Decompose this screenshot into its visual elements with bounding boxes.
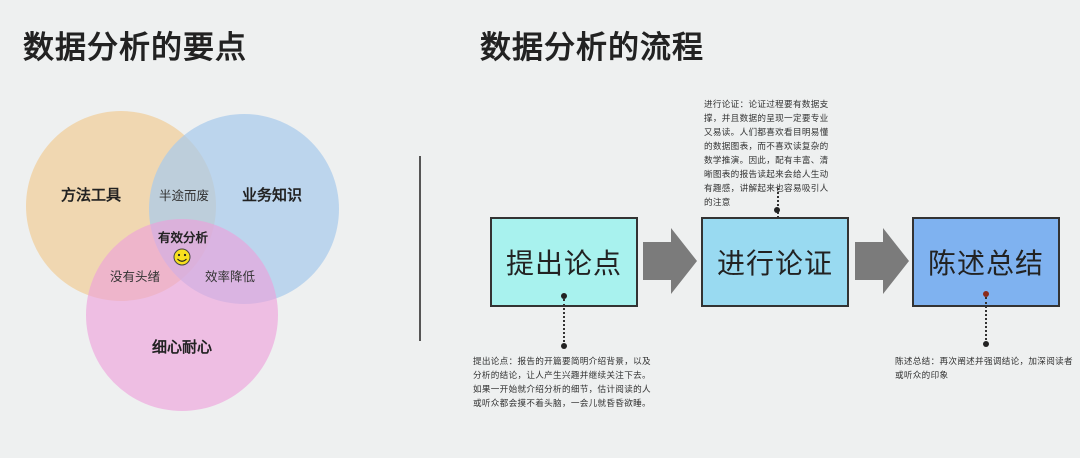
- venn-circle-careful: [86, 219, 278, 411]
- connector-dot-proposal: [561, 293, 567, 299]
- venn-label-business: 业务知识: [242, 186, 302, 204]
- note-summary: 陈述总结：再次阐述并强调结论，加深阅读者或听众的印象: [895, 357, 1073, 381]
- venn-section-title: 数据分析的要点: [23, 30, 247, 66]
- venn-label-methods: 方法工具: [61, 186, 121, 204]
- venn-overlap-methods-careful: 没有头绪: [110, 269, 160, 284]
- flow-arrow-1: [643, 228, 697, 294]
- venn-diagram: 方法工具 业务知识 细心耐心 半途而废 没有头绪 效率降低 有效分析: [26, 111, 339, 411]
- process-section-title: 数据分析的流程: [480, 30, 704, 66]
- note-argument: 进行论证：论证过程要有数据支撑，并且数据的呈现一定要专业又易读。人们都喜欢看目明…: [704, 100, 829, 208]
- venn-overlap-business-careful: 效率降低: [205, 269, 256, 284]
- connector-proposal: [563, 299, 565, 346]
- connector-summary: [985, 297, 987, 344]
- connector-end-proposal: [561, 343, 567, 349]
- note-proposal: 提出论点：报告的开篇要简明介绍背景，以及分析的结论，让人产生兴趣并继续关注下去。…: [473, 357, 651, 409]
- venn-overlap-methods-business: 半途而废: [159, 188, 209, 203]
- section-divider: [419, 156, 421, 341]
- connector-dot-summary: [983, 291, 989, 297]
- connector-argument: [777, 188, 779, 218]
- venn-center-label: 有效分析: [158, 230, 209, 245]
- venn-label-careful: 细心耐心: [152, 338, 212, 356]
- step-box-argument: 进行论证: [701, 217, 849, 307]
- flow-arrow-2: [855, 228, 909, 294]
- connector-dot-argument: [774, 207, 780, 213]
- connector-end-summary: [983, 341, 989, 347]
- smiley-face-icon: [173, 248, 191, 266]
